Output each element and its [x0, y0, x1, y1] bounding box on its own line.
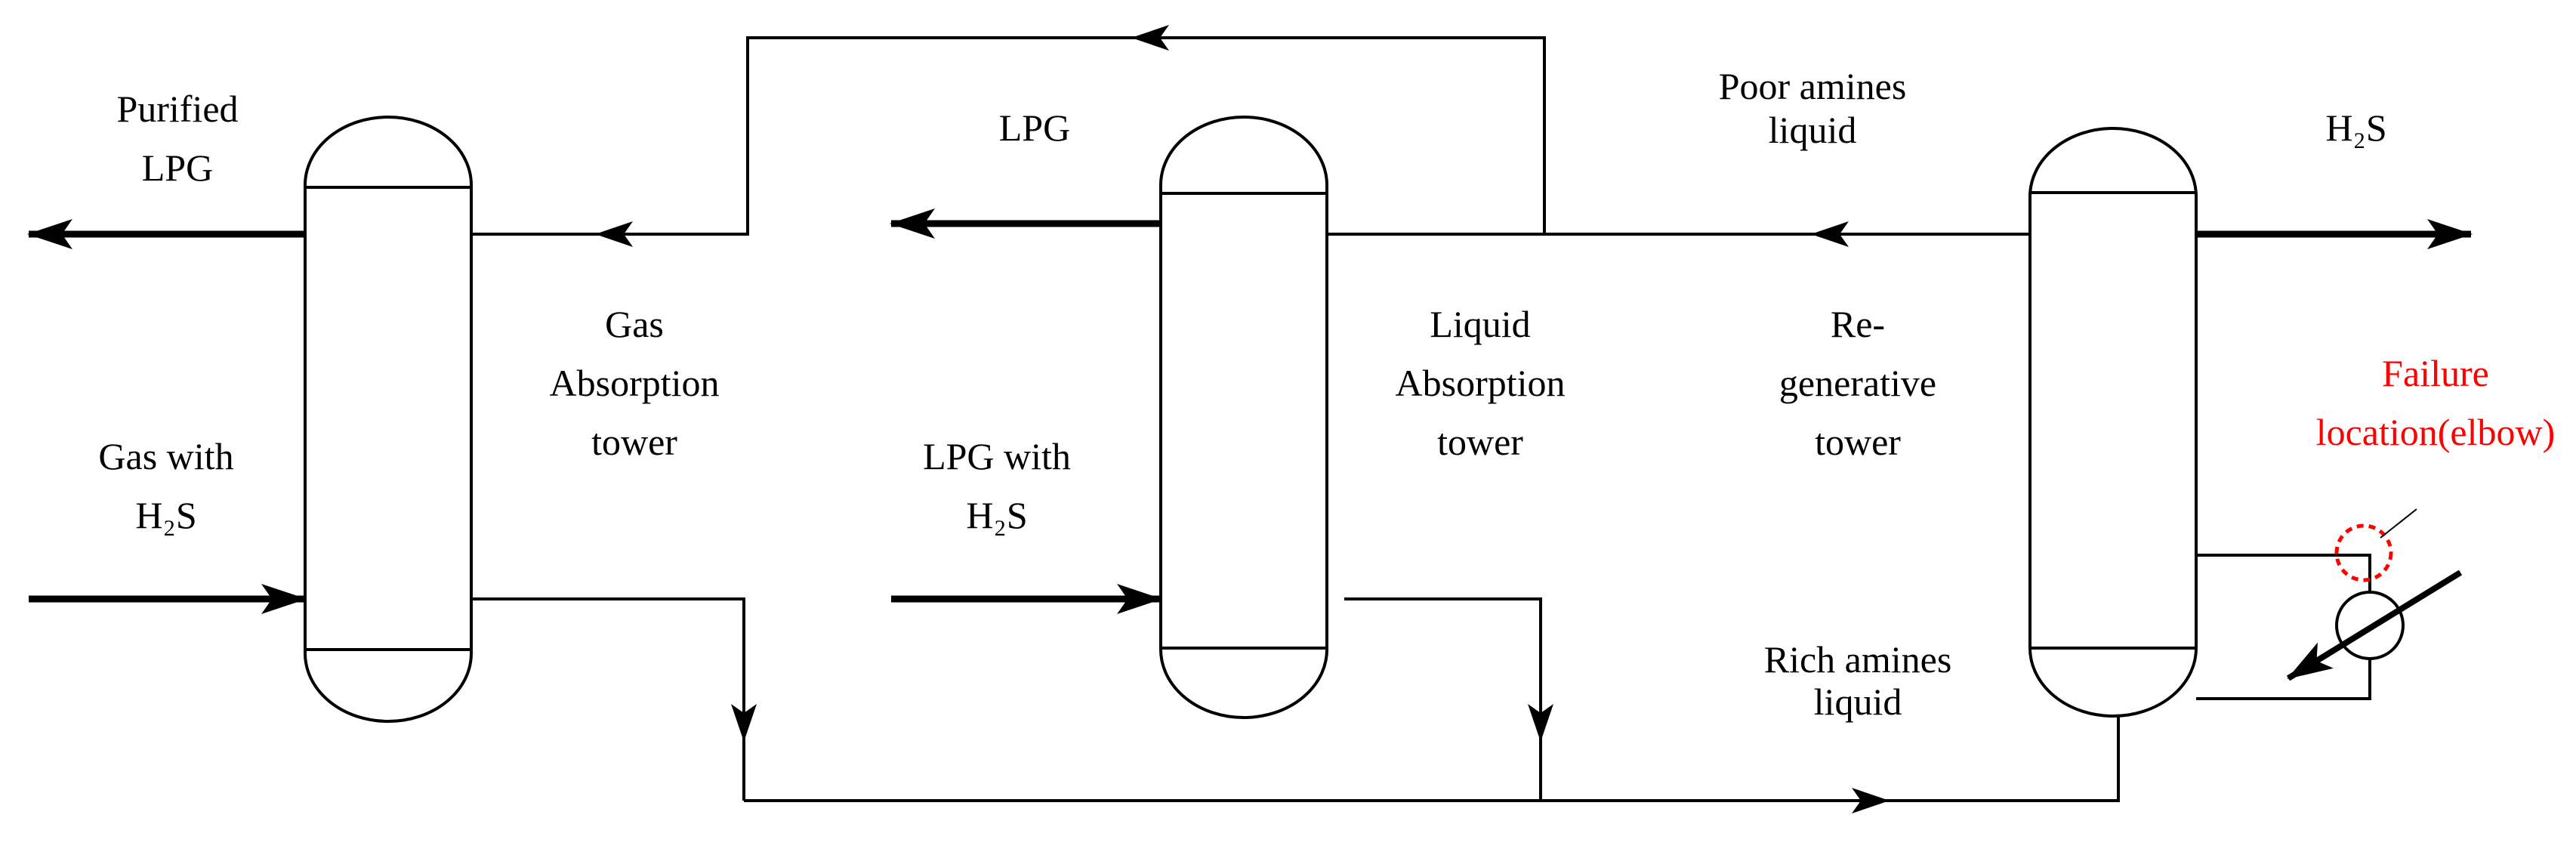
liquid-absorption-tower	[1159, 116, 1328, 719]
failure-location-label: Failure location(elbow)	[2315, 352, 2556, 453]
gas-absorption-tower	[304, 116, 473, 723]
poor-amines-line	[471, 25, 2030, 247]
reboiler-loop	[2196, 554, 2371, 700]
lpg-with-h2s-label: LPG with H₂S	[923, 435, 1071, 536]
lpg-out-label: LPG	[998, 106, 1071, 149]
h2s-out-label: H₂S	[2325, 106, 2387, 149]
gas-with-h2s-label: Gas with H₂S	[98, 435, 234, 536]
liquid-absorption-tower-label: Liquid Absorption tower	[1395, 303, 1566, 463]
heating-medium-arrow	[2286, 570, 2463, 681]
failure-marker-icon	[2334, 523, 2393, 582]
heat-exchanger-icon	[2335, 591, 2405, 660]
rich-amines-line	[471, 597, 2120, 813]
regenerative-tower-label: Re- generative tower	[1779, 303, 1937, 463]
gas-absorption-tower-label: Gas Absorption tower	[549, 303, 720, 463]
poor-amines-label: Poor amines liquid	[1718, 65, 1907, 151]
purified-lpg-label: Purified LPG	[116, 88, 239, 189]
regenerative-tower	[2028, 127, 2198, 718]
rich-amines-label: Rich amines liquid	[1763, 638, 1952, 723]
failure-leader-line	[2380, 508, 2417, 539]
